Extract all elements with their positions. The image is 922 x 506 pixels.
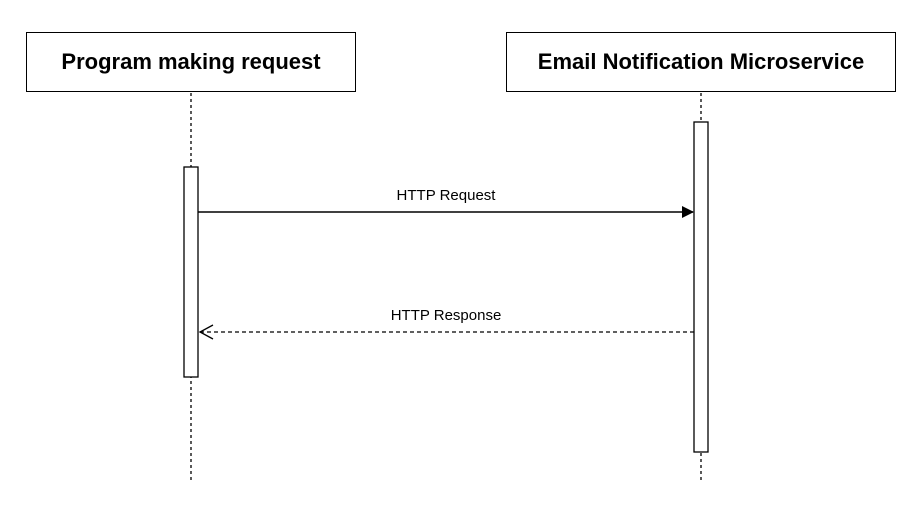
response-arrowhead <box>198 324 214 340</box>
participant-program-label: Program making request <box>61 49 321 74</box>
request-label: HTTP Request <box>396 187 496 204</box>
activation-bar-right <box>693 121 709 453</box>
participant-program: Program making request <box>26 32 356 92</box>
activation-bar-left <box>183 166 199 378</box>
participant-email-microservice: Email Notification Microservice <box>506 32 896 92</box>
participant-email-microservice-label: Email Notification Microservice <box>537 49 865 74</box>
response-label: HTTP Response <box>390 307 502 324</box>
